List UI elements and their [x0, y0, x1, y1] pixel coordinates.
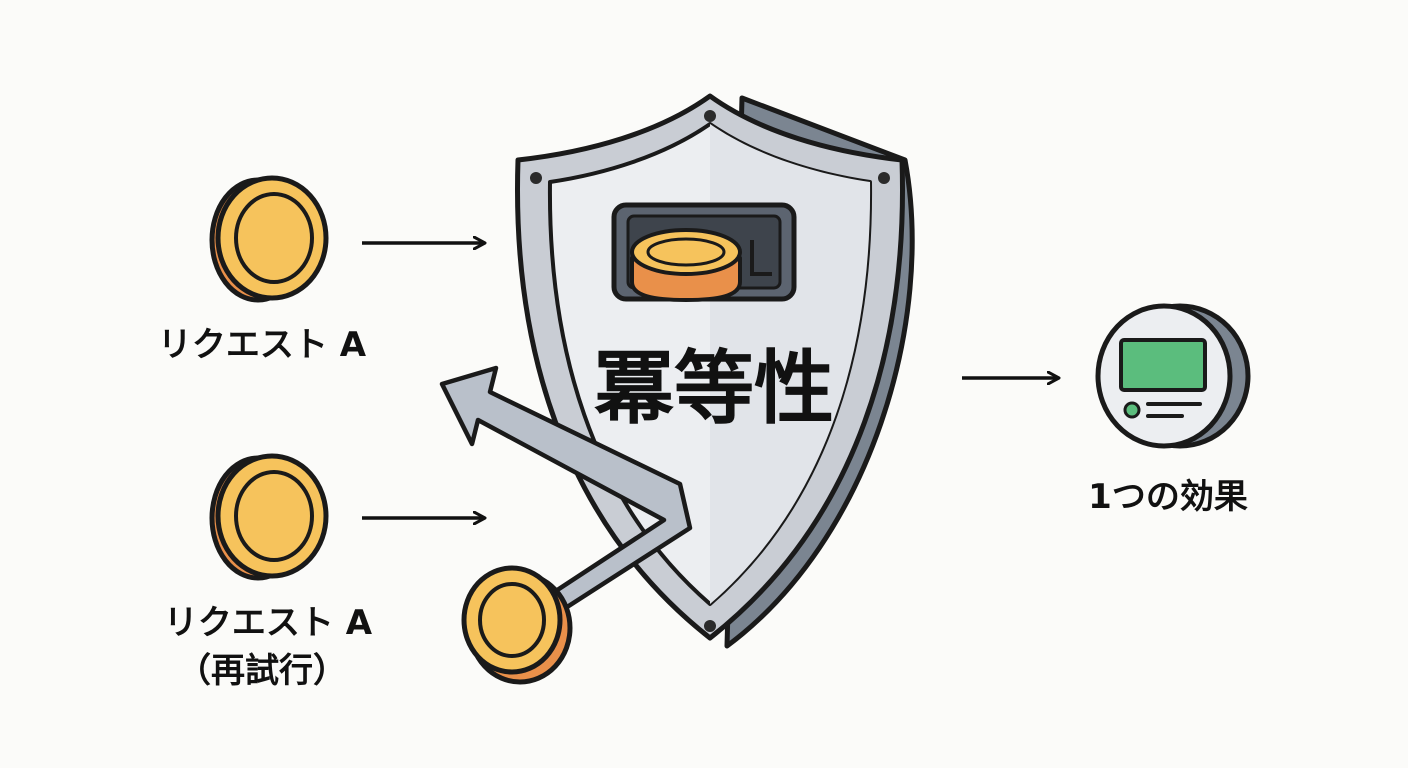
coin-icon — [209, 175, 329, 303]
coin-icon — [209, 453, 329, 581]
shield-title: 冪等性 — [594, 342, 834, 435]
device-icon — [1095, 303, 1251, 449]
request-a-retry-label: リクエスト A — [164, 603, 373, 643]
retry-note-label: （再試行） — [177, 651, 347, 691]
single-effect-label: 1つの効果 — [1088, 477, 1248, 517]
request-a-label: リクエスト A — [158, 325, 367, 365]
coin-icon — [461, 565, 573, 685]
coin-slot-icon — [611, 202, 797, 302]
